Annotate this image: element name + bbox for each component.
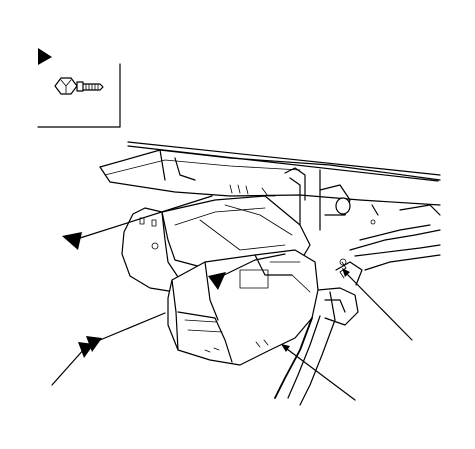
callout-bottom-right <box>281 344 356 401</box>
callout-upper-left <box>62 195 213 250</box>
body-frame <box>99 141 441 271</box>
callout-right <box>342 268 413 341</box>
triangle-pointer-icon <box>62 232 82 250</box>
legend-box <box>37 48 121 128</box>
callout-center <box>208 253 286 290</box>
legend-triangle-pointer-icon <box>38 48 52 65</box>
cover-assembly <box>121 195 363 406</box>
triangle-pointer-icon <box>208 272 226 290</box>
flange-bolt-icon <box>54 77 104 95</box>
callout-lower-left <box>51 312 166 386</box>
